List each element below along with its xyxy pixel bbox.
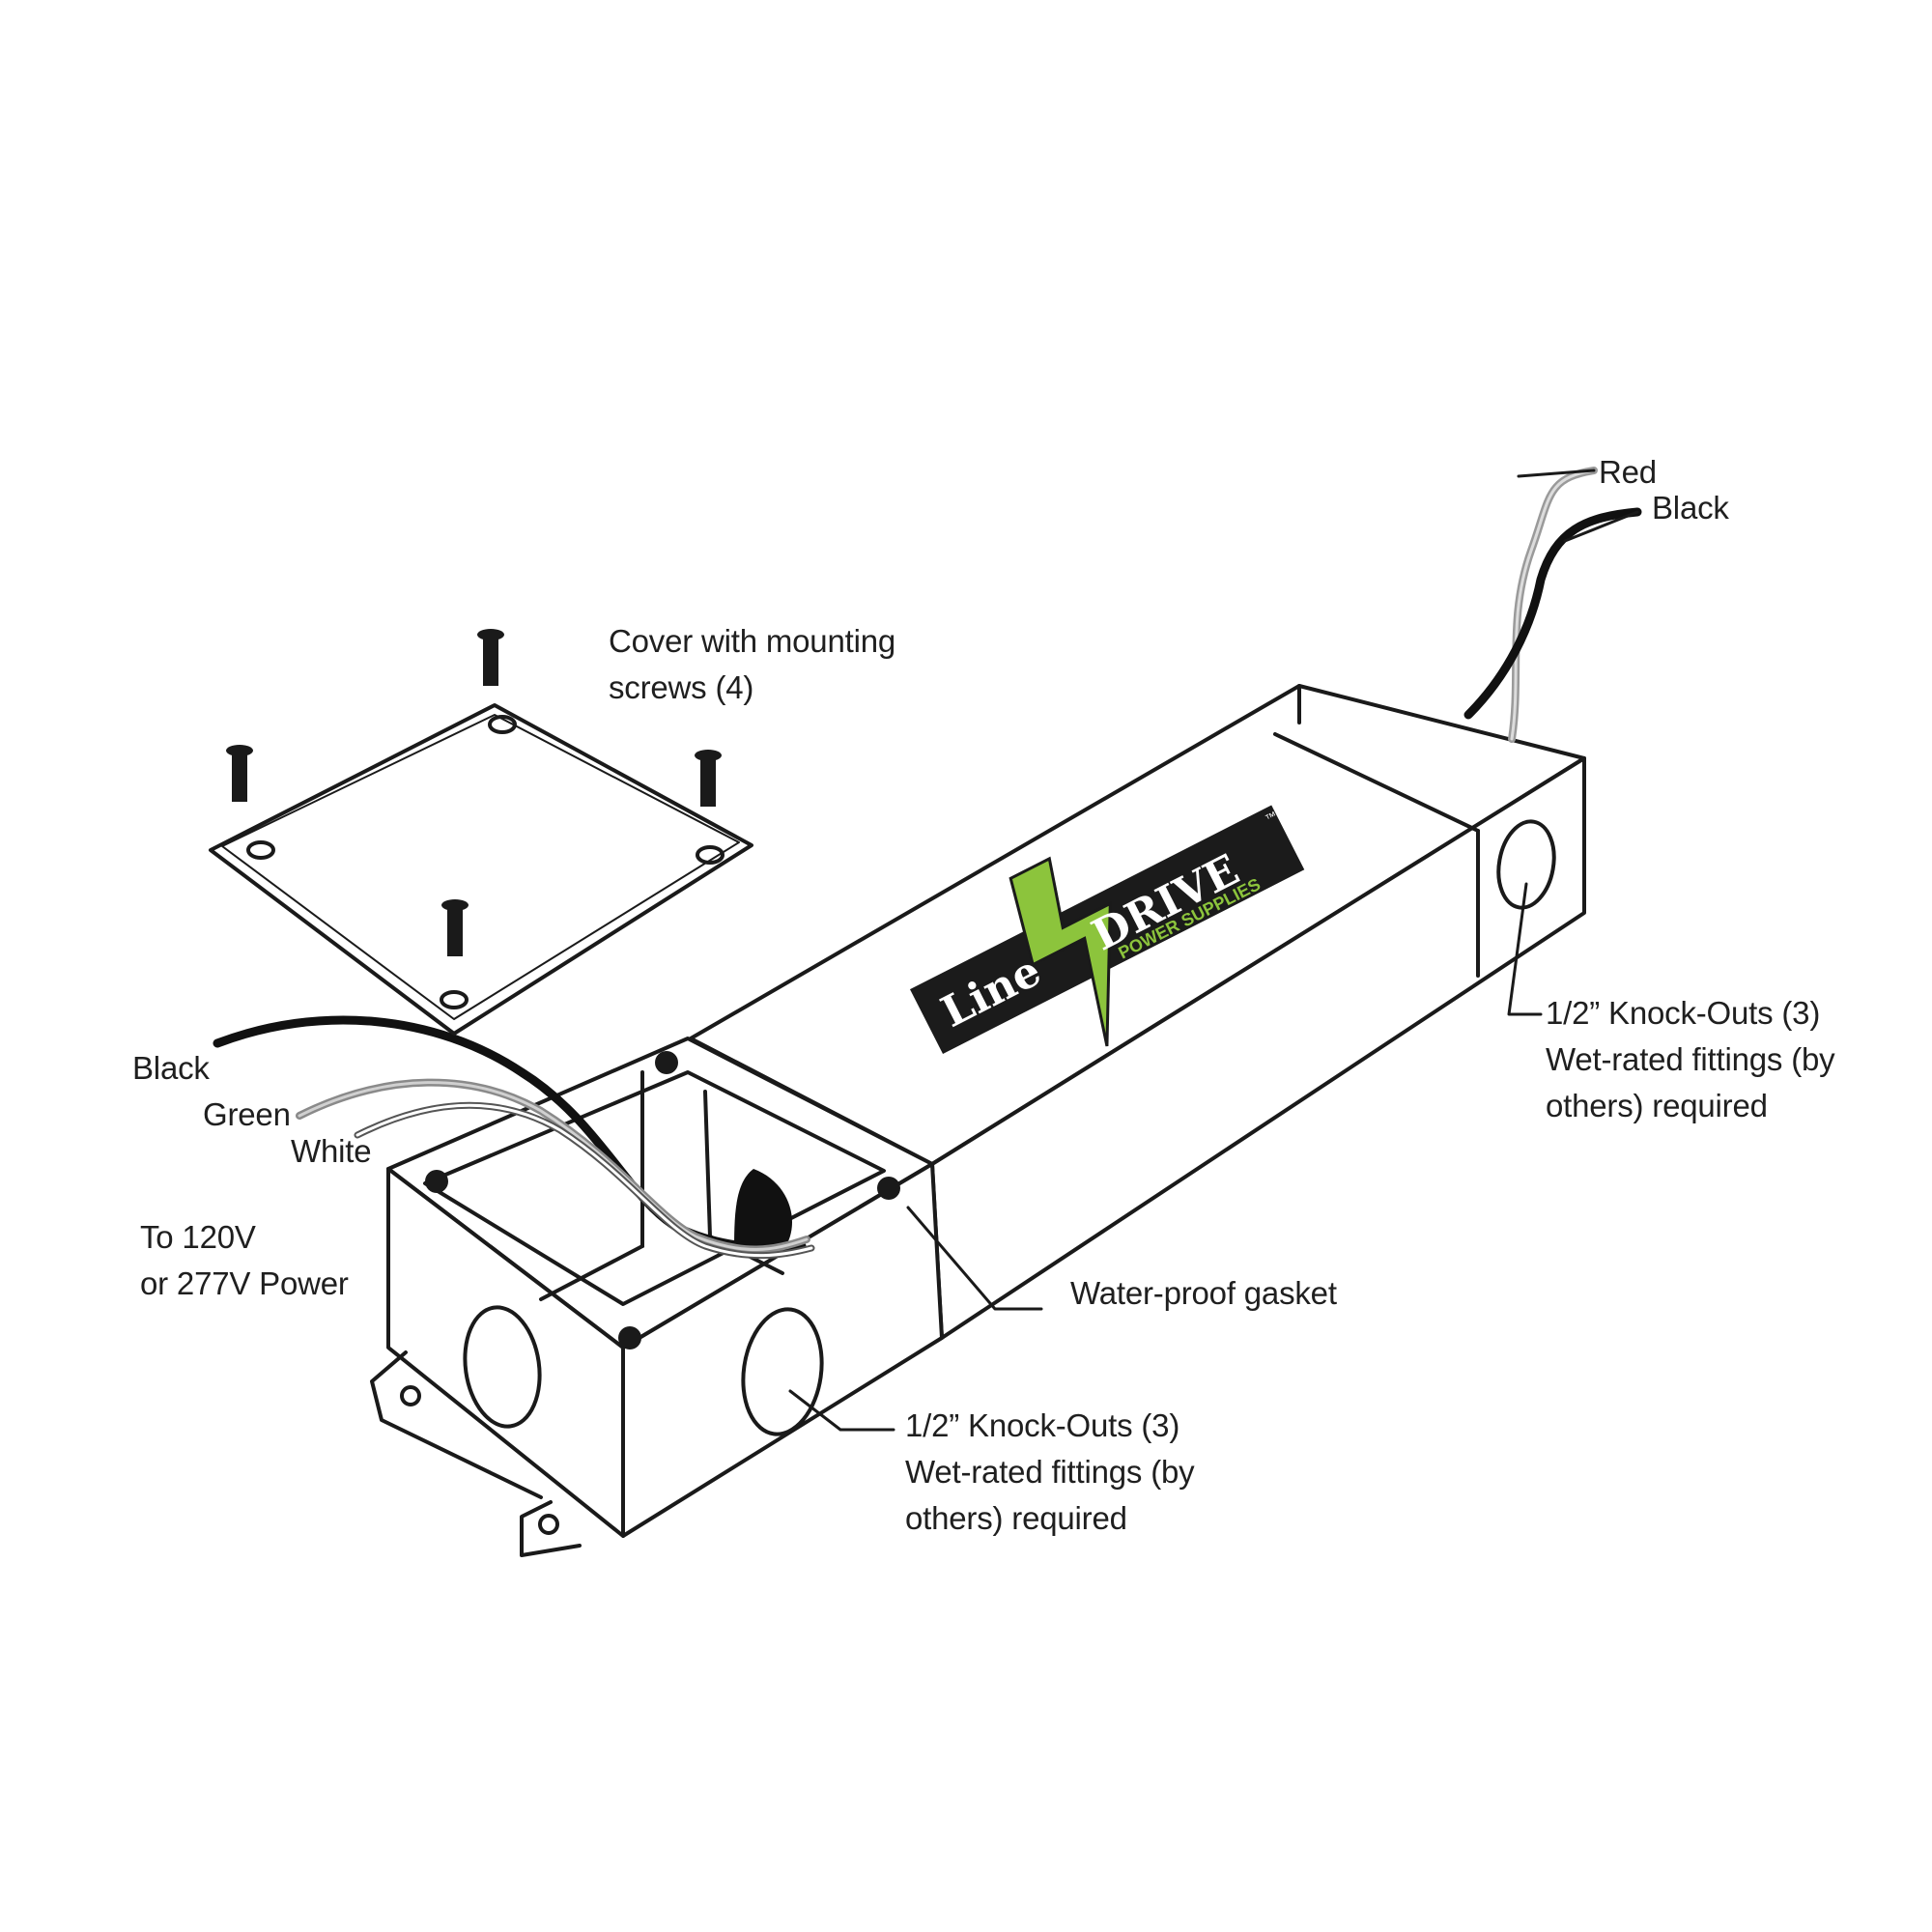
- input-wires: [213, 1015, 815, 1260]
- cover-plate: [209, 703, 753, 1036]
- label-output-red: Red: [1599, 454, 1657, 490]
- label-input-black: Black: [132, 1050, 210, 1086]
- label-knockouts-front: 1/2” Knock-Outs (3) Wet-rated fittings (…: [905, 1403, 1195, 1542]
- label-input-green: Green: [203, 1096, 291, 1132]
- label-knockouts-front-line-2: Wet-rated fittings (by: [905, 1454, 1195, 1490]
- label-knockouts-front-line-1: 1/2” Knock-Outs (3): [905, 1407, 1180, 1443]
- lightning-bolt-icon: [1009, 856, 1112, 1047]
- label-knockouts-front-line-3: others) required: [905, 1500, 1127, 1536]
- label-power: To 120V or 277V Power: [140, 1214, 349, 1307]
- label-knockouts-right-line-2: Wet-rated fittings (by: [1546, 1041, 1835, 1077]
- label-knockouts-right-line-1: 1/2” Knock-Outs (3): [1546, 995, 1821, 1031]
- logo-trademark: ™: [1263, 809, 1279, 826]
- label-input-white: White: [291, 1133, 372, 1169]
- label-cover: Cover with mounting screws (4): [609, 618, 895, 711]
- label-power-line-2: or 277V Power: [140, 1265, 349, 1301]
- label-knockouts-right-line-3: others) required: [1546, 1088, 1768, 1123]
- label-knockouts-right: 1/2” Knock-Outs (3) Wet-rated fittings (…: [1546, 990, 1835, 1129]
- label-power-line-1: To 120V: [140, 1219, 256, 1255]
- knockout-right: [1496, 819, 1556, 910]
- label-gasket: Water-proof gasket: [1070, 1275, 1337, 1311]
- label-cover-line-2: screws (4): [609, 669, 754, 705]
- knockout-left: [463, 1305, 542, 1429]
- label-cover-line-1: Cover with mounting: [609, 623, 896, 659]
- output-wires: [1463, 467, 1642, 743]
- leader-lines: [788, 469, 1639, 1432]
- label-output-black: Black: [1652, 490, 1729, 526]
- screw-icon: [226, 629, 722, 956]
- knockout-front: [741, 1307, 824, 1436]
